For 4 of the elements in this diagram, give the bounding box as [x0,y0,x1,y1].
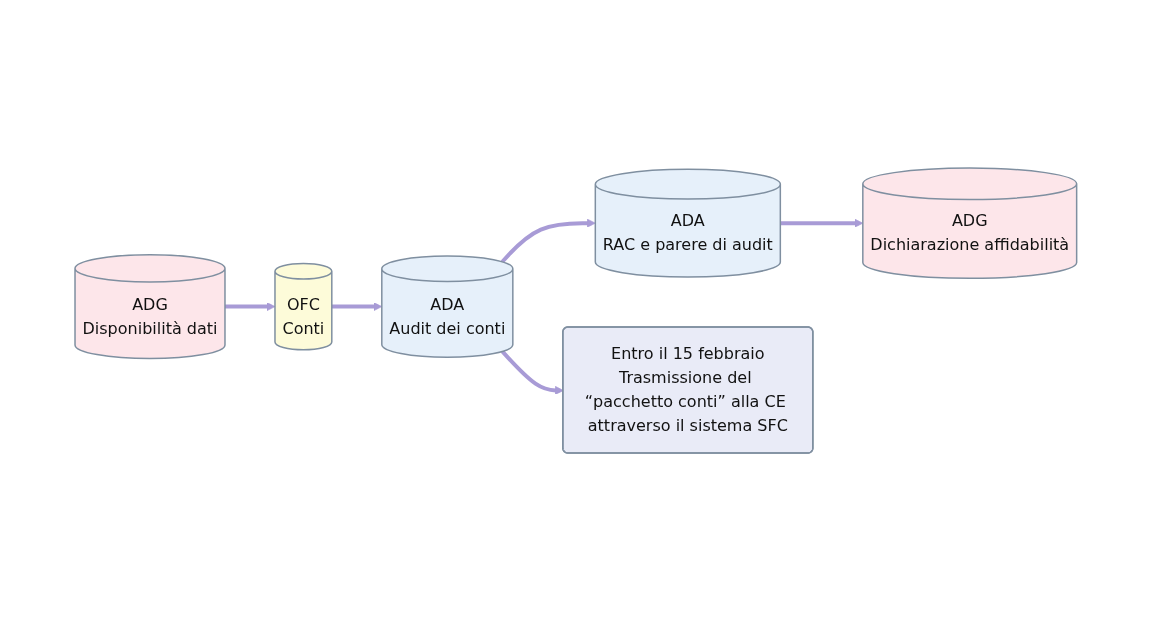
arrow [331,302,382,311]
arrow [780,218,863,228]
arrow [500,218,596,264]
arrow [224,302,276,311]
